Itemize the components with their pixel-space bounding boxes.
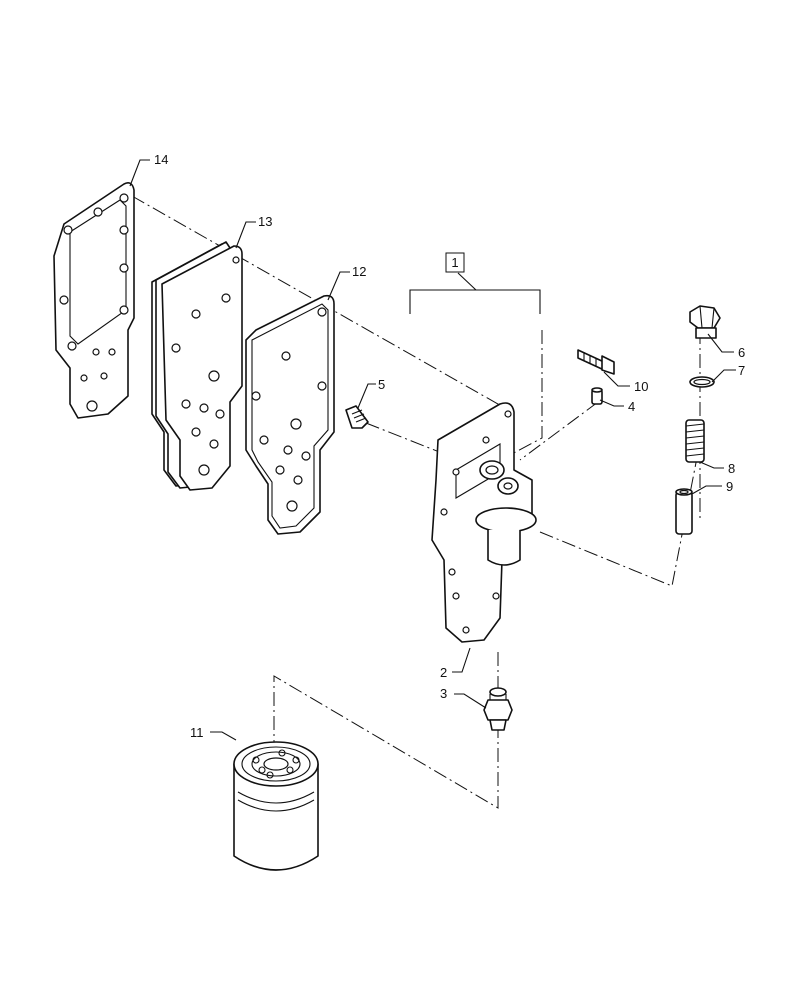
plug-part-4	[591, 387, 603, 405]
gasket-part-14	[53, 182, 135, 419]
filter-cartridge-part-11	[233, 741, 319, 871]
valve-sleeve-part-9	[675, 488, 693, 535]
callout-5: 5	[378, 377, 385, 392]
assembly-bracket-part-1	[409, 272, 541, 314]
threaded-plug-part-5	[345, 405, 369, 429]
callout-14: 14	[154, 152, 168, 167]
callout-12: 12	[352, 264, 366, 279]
callout-9: 9	[726, 479, 733, 494]
callout-13: 13	[258, 214, 272, 229]
callout-box-1	[445, 252, 465, 273]
bolt-part-10	[577, 349, 615, 375]
filter-head-part-2	[431, 402, 537, 643]
o-ring-part-7	[689, 376, 715, 388]
callout-6: 6	[738, 345, 745, 360]
callout-8: 8	[728, 461, 735, 476]
callout-4: 4	[628, 399, 635, 414]
callout-3: 3	[440, 686, 447, 701]
callout-1: 1	[451, 255, 458, 270]
plug-bolt-part-6	[689, 305, 721, 339]
callout-11: 11	[190, 725, 204, 740]
spring-part-8	[685, 419, 705, 463]
gasket-plate-part-12	[245, 294, 335, 535]
fitting-part-3	[483, 687, 513, 731]
callout-10: 10	[634, 379, 648, 394]
callouts: 1 2 3 4 5 6 7 8 9 10 11 12 13 14	[154, 152, 745, 740]
callout-7: 7	[738, 363, 745, 378]
oil-cooler-part-13	[151, 241, 243, 491]
leader-lines	[129, 159, 736, 741]
callout-2: 2	[440, 665, 447, 680]
